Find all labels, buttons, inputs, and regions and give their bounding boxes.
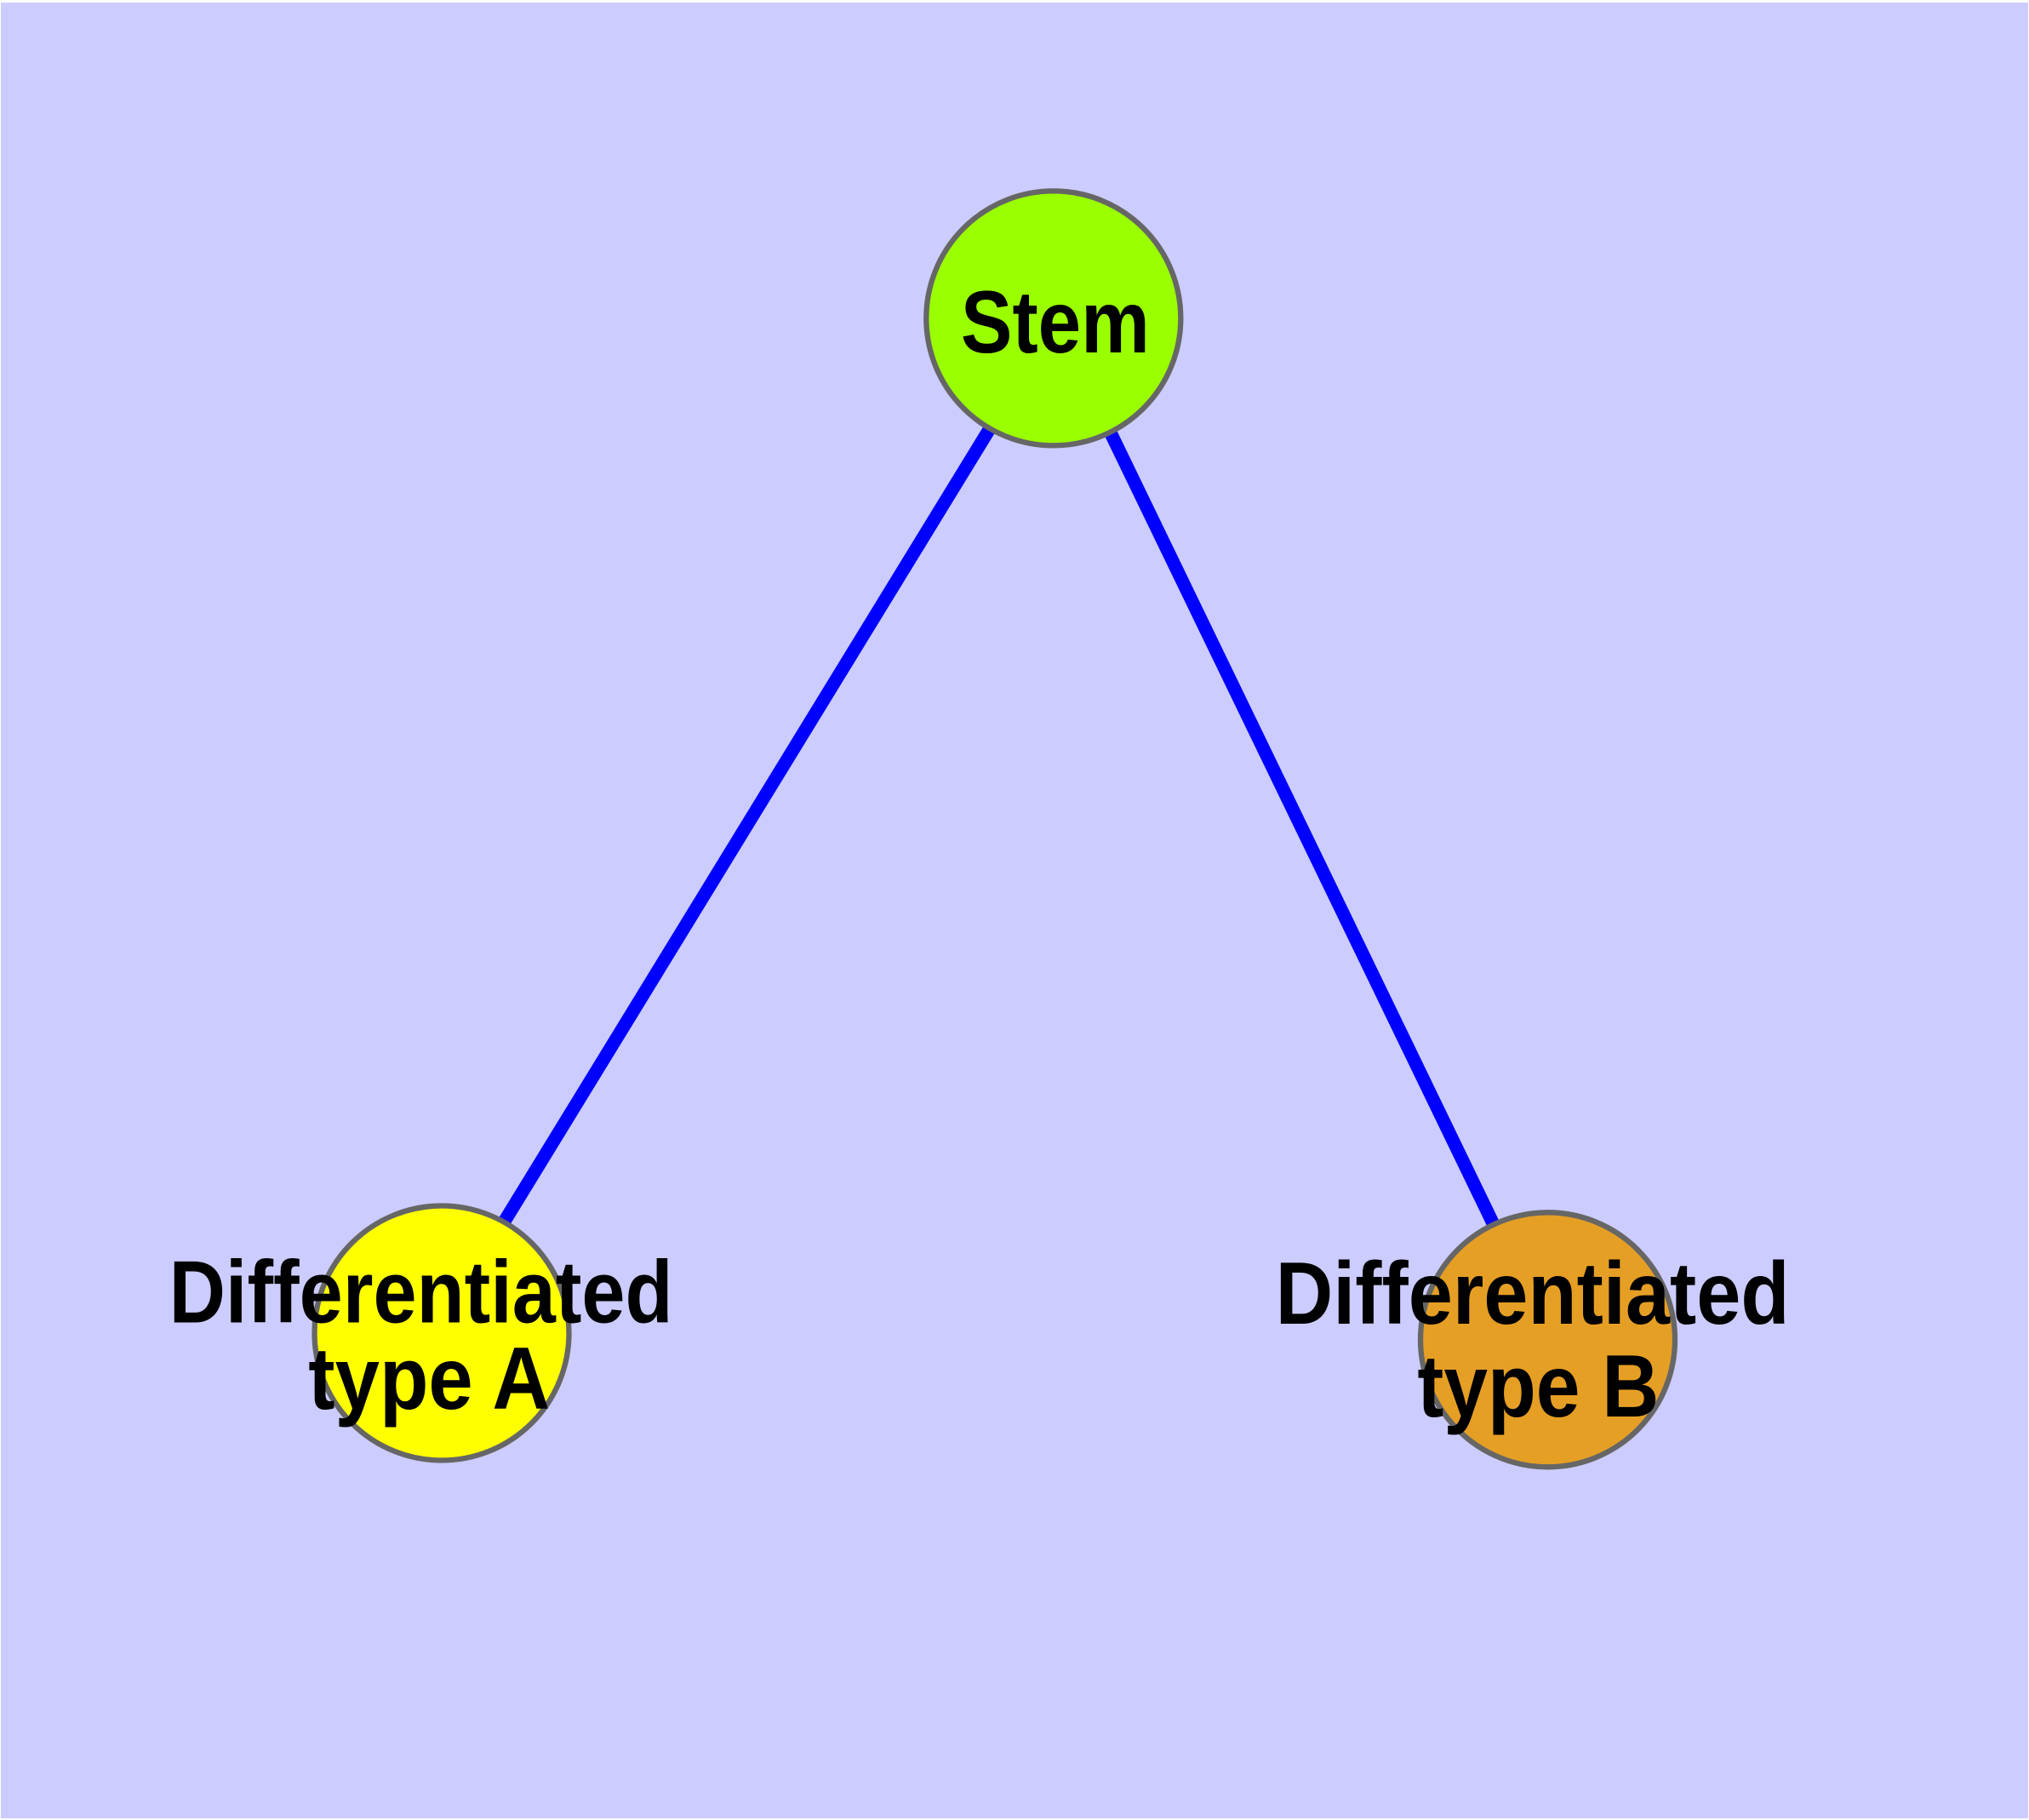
svg-text:type B: type B: [1417, 1337, 1659, 1436]
svg-text:Differentiated: Differentiated: [1276, 1245, 1790, 1343]
svg-text:Stem: Stem: [961, 273, 1150, 372]
svg-text:type A: type A: [308, 1330, 550, 1428]
svg-text:Differentiated: Differentiated: [169, 1244, 673, 1342]
